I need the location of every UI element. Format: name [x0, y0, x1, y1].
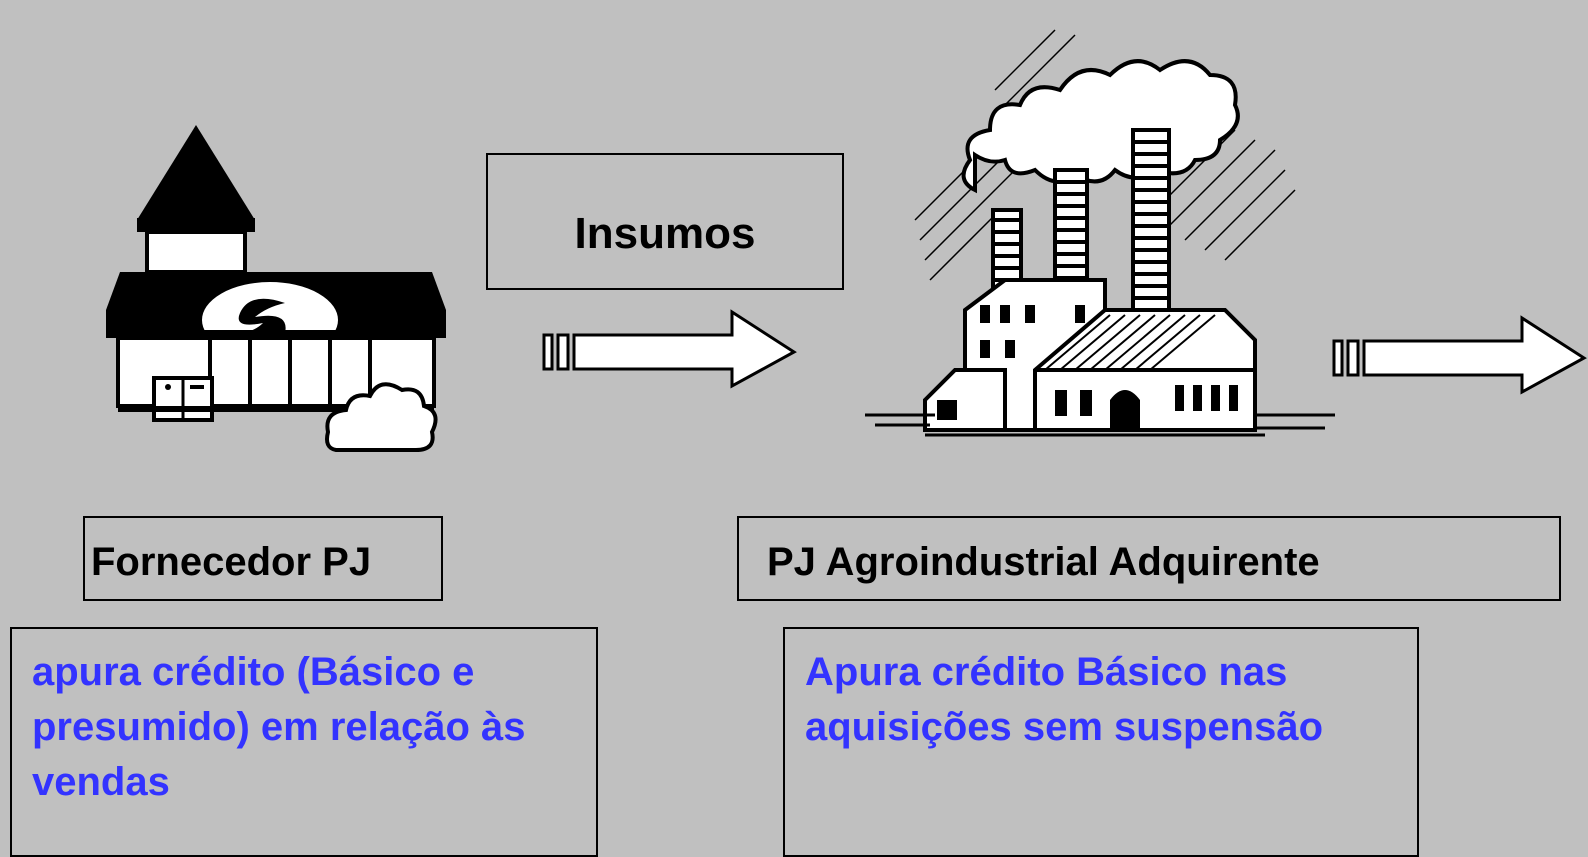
flow-arrow-icon [542, 309, 797, 389]
output-arrow-icon [1332, 315, 1587, 395]
supplier-description: apura crédito (Básico e presumido) em re… [32, 650, 526, 804]
buyer-description: Apura crédito Básico nas aquisições sem … [805, 650, 1324, 749]
insumos-box: Insumos [486, 153, 844, 290]
store-icon [106, 125, 446, 452]
buyer-label-box: PJ Agroindustrial Adquirente [737, 516, 1561, 601]
supplier-label-box: Fornecedor PJ [83, 516, 443, 601]
buyer-description-box: Apura crédito Básico nas aquisições sem … [783, 627, 1419, 857]
buyer-label: PJ Agroindustrial Adquirente [767, 540, 1320, 584]
supplier-description-box: apura crédito (Básico e presumido) em re… [10, 627, 598, 857]
factory-icon [865, 29, 1335, 437]
supplier-label: Fornecedor PJ [91, 540, 372, 584]
insumos-label: Insumos [574, 209, 756, 258]
